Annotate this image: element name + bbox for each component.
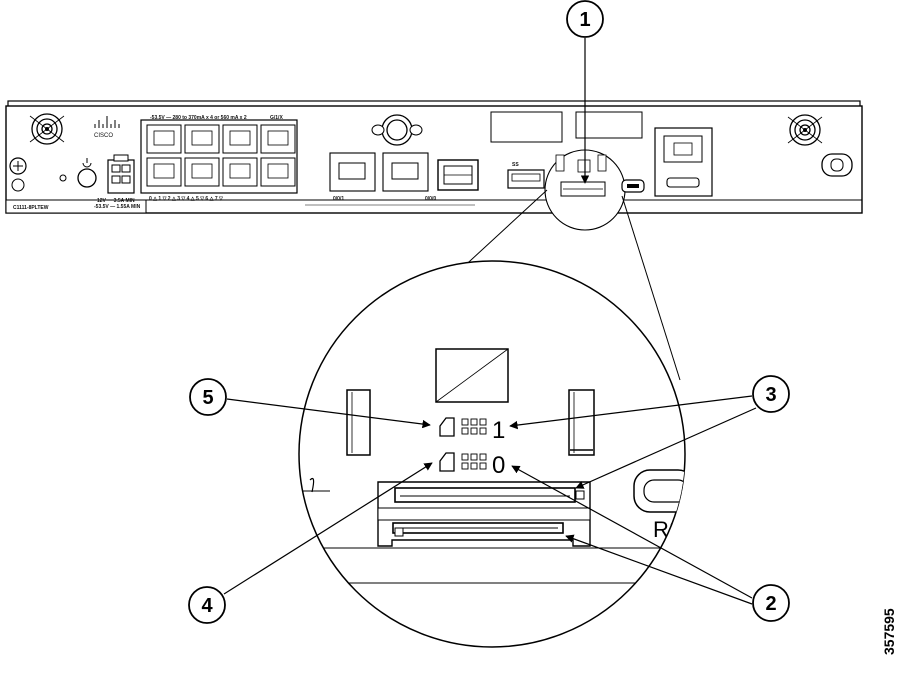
ethernet-port-jack [153,163,175,179]
power-connector [107,154,135,194]
sd-slot-assembly [300,481,680,584]
ethernet-port-jack [229,163,251,179]
callout-3: 3 [752,375,790,413]
antenna-connector-right-icon [787,114,823,146]
ethernet-port-jack [153,130,175,146]
poe-spec-label: -53.5V — 280 to 370mA x 4 or 560 mA x 2 [150,115,247,121]
power-spec-1: 12V — 3.5A MIN [97,198,135,204]
callout-1: 1 [566,0,604,38]
ethernet-port-jack [267,163,289,179]
ethernet-port-jack [191,130,213,146]
cisco-logo: CISCO [94,116,120,139]
zoomed-dip-switch-view: RS 1 [298,260,686,648]
brand-label: CISCO [94,133,113,139]
ethernet-port-jack [267,130,289,146]
partial-label: RS [653,517,684,542]
slot-0-label: 0 [492,452,505,479]
power-button [59,158,97,188]
figure-id: 357595 [881,608,897,655]
callout-2: 2 [752,584,790,622]
label-plate-1 [490,111,563,143]
ethernet-port-block: -53.5V — 280 to 370mA x 4 or 560 mA x 2 … [140,115,298,202]
usb-label: SS [512,162,519,168]
ge-label-1: 0/0/1 [333,196,344,202]
slot-1-icon [439,417,487,437]
ethernet-port-jack [229,130,251,146]
usb-port: SS [507,162,545,189]
security-lock-slot-icon [821,153,853,177]
svg-text:3: 3 [765,384,776,406]
power-spec-2: -53.5V — 1.55A MIN [94,204,141,210]
model-label: C1111-8PLTEW [13,205,49,211]
ge-ports: 0/0/1 0/0/0 [305,152,479,206]
svg-text:5: 5 [202,387,213,409]
ethernet-port-jack [191,163,213,179]
ge-label-2: 0/0/0 [425,196,436,202]
slot-0-icon [439,452,487,472]
port-group-label: G/1/X [270,115,283,121]
svg-text:2: 2 [765,593,776,615]
svg-text:1: 1 [579,9,590,31]
label-plate-2 [575,111,643,139]
ground-screw-icon [9,157,27,192]
svg-text:4: 4 [201,595,213,617]
port-number-labels: 0 △ 1 ▽ 2 △ 3 ▽ 4 △ 5 ▽ 6 △ 7 ▽ [149,196,223,202]
callout-5: 5 [189,378,227,416]
console-port [654,127,713,197]
callout-arrows [223,38,757,605]
micro-usb-port [621,179,645,193]
antenna-connector-center-icon [371,114,423,146]
slot-1-label: 1 [492,417,505,444]
callout-4: 4 [188,586,226,624]
antenna-connector-left-icon [29,113,65,145]
